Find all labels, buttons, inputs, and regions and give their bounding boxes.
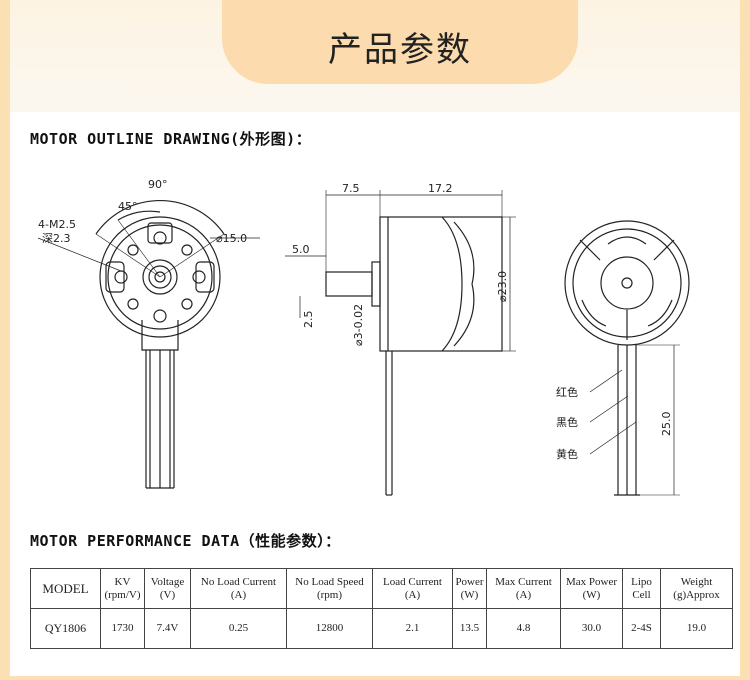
col-header: Weight(g)Approx [660,568,733,609]
dim-dia-23: ⌀23.0 [496,271,509,302]
col-header: MODEL [30,568,101,609]
page-container: 产品参数 MOTOR OUTLINE DRAWING(外形图)： [10,0,740,676]
col-header: KV(rpm/V) [100,568,145,609]
col-header: Load Current(A) [372,568,453,609]
dim-len-17-2: 17.2 [428,182,453,195]
page-title: 产品参数 [328,30,472,70]
cell-no-load-speed: 12800 [286,608,373,649]
dim-shaft-5: 5.0 [292,243,310,256]
cell-weight: 19.0 [660,608,733,649]
table-row: QY1806 1730 7.4V 0.25 12800 2.1 13.5 4.8… [30,608,733,649]
dim-shaft-2-5: 2.5 [302,311,315,329]
dim-shaft-dia: ⌀3-0.02 [352,304,365,346]
wire-black-label: 黑色 [556,415,578,429]
performance-heading: MOTOR PERFORMANCE DATA（性能参数）： [30,532,341,550]
performance-table: MODEL KV(rpm/V) Voltage(V) No Load Curre… [30,568,733,649]
dim-holes: 4-M2.5 [38,218,76,231]
table-header-row: MODEL KV(rpm/V) Voltage(V) No Load Curre… [30,568,733,609]
cell-lipo-cell: 2-4S [622,608,661,649]
cell-load-current: 2.1 [372,608,453,649]
col-header: Max Current(A) [486,568,561,609]
wire-red-label: 红色 [556,385,578,399]
cell-model: QY1806 [30,608,101,649]
cell-kv: 1730 [100,608,145,649]
col-header: Power(W) [452,568,487,609]
side-view [285,190,516,496]
wire-yellow-label: 黄色 [556,447,578,461]
front-view [37,200,260,489]
cell-voltage: 7.4V [144,608,191,649]
dim-lead-25: 25.0 [660,412,673,437]
cell-no-load-current: 0.25 [190,608,287,649]
cell-max-current: 4.8 [486,608,561,649]
col-header: Max Power(W) [560,568,623,609]
outline-heading: MOTOR OUTLINE DRAWING(外形图)： [30,130,312,148]
dim-dia-15: ⌀15.0 [216,232,247,245]
dim-len-7-5: 7.5 [342,182,360,195]
dim-depth: 深2.3 [42,232,71,245]
motor-outline-drawing: 90° 45° 4-M2.5 深2.3 ⌀15.0 7.5 17.2 5.0 2… [37,178,690,496]
col-header: Voltage(V) [144,568,191,609]
col-header: No Load Current(A) [190,568,287,609]
cell-max-power: 30.0 [560,608,623,649]
rear-view [564,220,690,496]
col-header: No Load Speed(rpm) [286,568,373,609]
cell-power: 13.5 [452,608,487,649]
title-tab [222,0,578,84]
dim-angle-45: 45° [118,200,138,213]
dim-angle-90: 90° [148,178,168,191]
